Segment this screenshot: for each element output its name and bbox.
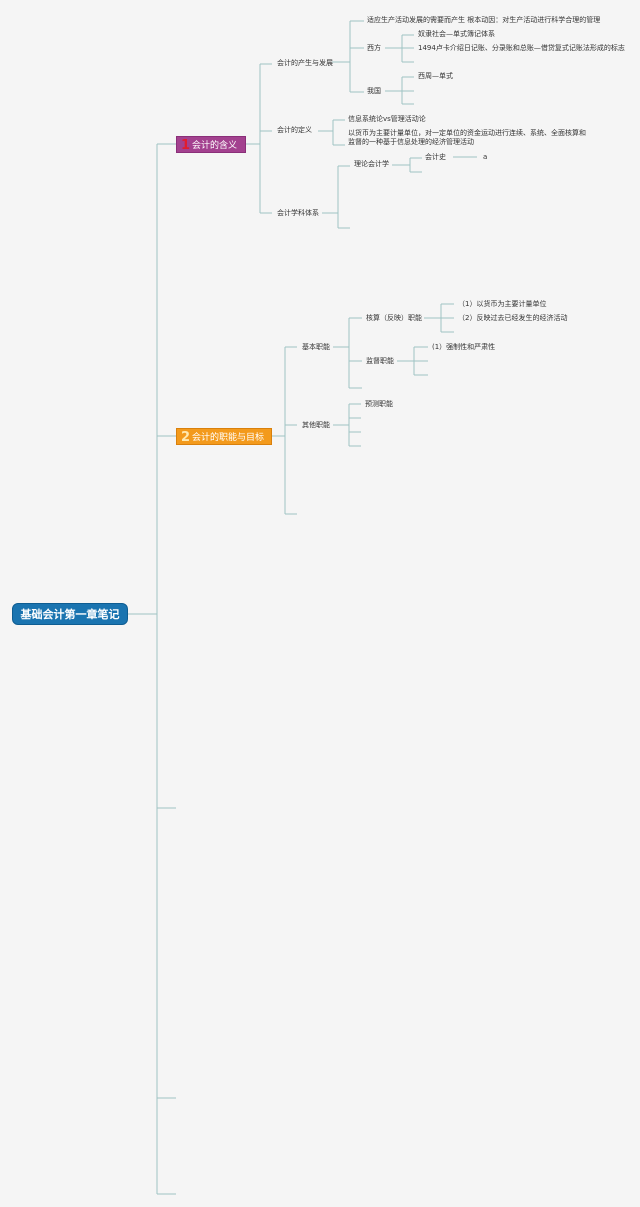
node-supervision-function[interactable]: 监督职能 (366, 357, 394, 365)
topic-label: 会计的含义 (192, 141, 238, 151)
node-discipline[interactable]: 会计学科体系 (277, 209, 319, 217)
node-west[interactable]: 西方 (367, 44, 381, 52)
node-origin-reason[interactable]: 适应生产活动发展的需要而产生 根本动因：对生产活动进行科学合理的管理 (367, 16, 601, 24)
node-accounting-item[interactable]: （2）反映过去已经发生的经济活动 (458, 314, 568, 322)
topic-label: 会计的职能与目标 (192, 433, 265, 443)
node-supervision-item[interactable]: (1）强制性和严肃性 (432, 343, 496, 351)
node-history[interactable]: 会计史 (425, 153, 446, 161)
topic-number: 2 (181, 430, 191, 445)
node-other-item[interactable]: 预测职能 (365, 400, 393, 408)
node-origin[interactable]: 会计的产生与发展 (277, 59, 333, 67)
topic-number: 1 (181, 138, 191, 153)
node-mark: a (483, 153, 488, 161)
node-west-item[interactable]: 奴隶社会—单式簿记体系 (418, 30, 495, 38)
node-basic-functions[interactable]: 基本职能 (302, 343, 330, 351)
node-definition-item[interactable]: 信息系统论vs管理活动论 (348, 115, 426, 123)
node-other-functions[interactable]: 其他职能 (302, 421, 330, 429)
node-west-item[interactable]: 1494卢卡介绍日记账、分录账和总账—借贷复式记账法形成的标志 (418, 44, 625, 52)
node-definition[interactable]: 会计的定义 (277, 126, 312, 134)
node-theory[interactable]: 理论会计学 (354, 160, 389, 168)
root-topic[interactable]: 基础会计第一章笔记 (12, 603, 128, 625)
node-accounting-function[interactable]: 核算（反映）职能 (366, 314, 422, 322)
node-definition-item[interactable]: 以货币为主要计量单位，对一定单位的资金运动进行连续、系统、全面核算和监督的一种基… (348, 129, 586, 146)
node-accounting-item[interactable]: （1）以货币为主要计量单位 (458, 300, 547, 308)
node-china[interactable]: 我国 (367, 87, 381, 95)
node-china-item[interactable]: 西周—单式 (418, 72, 453, 80)
